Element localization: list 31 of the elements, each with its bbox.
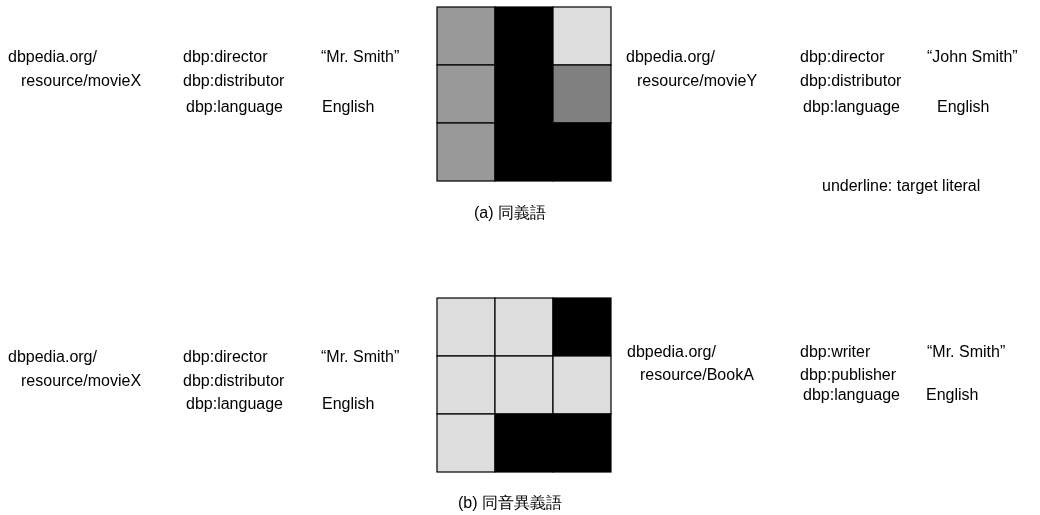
property-text: dbp:director — [183, 347, 268, 367]
property-text: dbp:distributor — [183, 371, 285, 391]
property-text: dbp:writer — [800, 342, 871, 362]
literal-text: English — [322, 97, 375, 117]
literal-text: “Mr. Smith” — [321, 47, 400, 67]
uri-text: dbpedia.org/ — [8, 47, 97, 67]
property-text: dbp:language — [803, 385, 900, 405]
uri-text: resource/movieX — [21, 371, 142, 391]
uri-text: dbpedia.org/ — [626, 47, 715, 67]
uri-text: dbpedia.org/ — [627, 342, 716, 362]
property-text: dbp:distributor — [800, 71, 902, 91]
literal-text: English — [937, 97, 990, 117]
literal-text: English — [322, 394, 375, 414]
uri-text: resource/movieX — [21, 71, 142, 91]
note-text: underline: target literal — [822, 176, 981, 196]
caption: (a) 同義語 — [474, 203, 546, 223]
property-text: dbp:director — [800, 47, 885, 67]
uri-text: resource/movieY — [637, 71, 758, 91]
property-text: dbp:distributor — [183, 71, 285, 91]
uri-text: resource/BookA — [640, 365, 754, 385]
property-text: dbp:language — [186, 97, 283, 117]
property-text: dbp:publisher — [800, 365, 897, 385]
property-text: dbp:director — [183, 47, 268, 67]
literal-text: “John Smith” — [927, 47, 1018, 67]
property-text: dbp:language — [186, 394, 283, 414]
uri-text: dbpedia.org/ — [8, 347, 97, 367]
literal-text: “Mr. Smith” — [321, 347, 400, 367]
literal-text: “Mr. Smith” — [927, 342, 1006, 362]
caption: (b) 同音異義語 — [458, 493, 562, 513]
literal-text: English — [926, 385, 979, 405]
property-text: dbp:language — [803, 97, 900, 117]
